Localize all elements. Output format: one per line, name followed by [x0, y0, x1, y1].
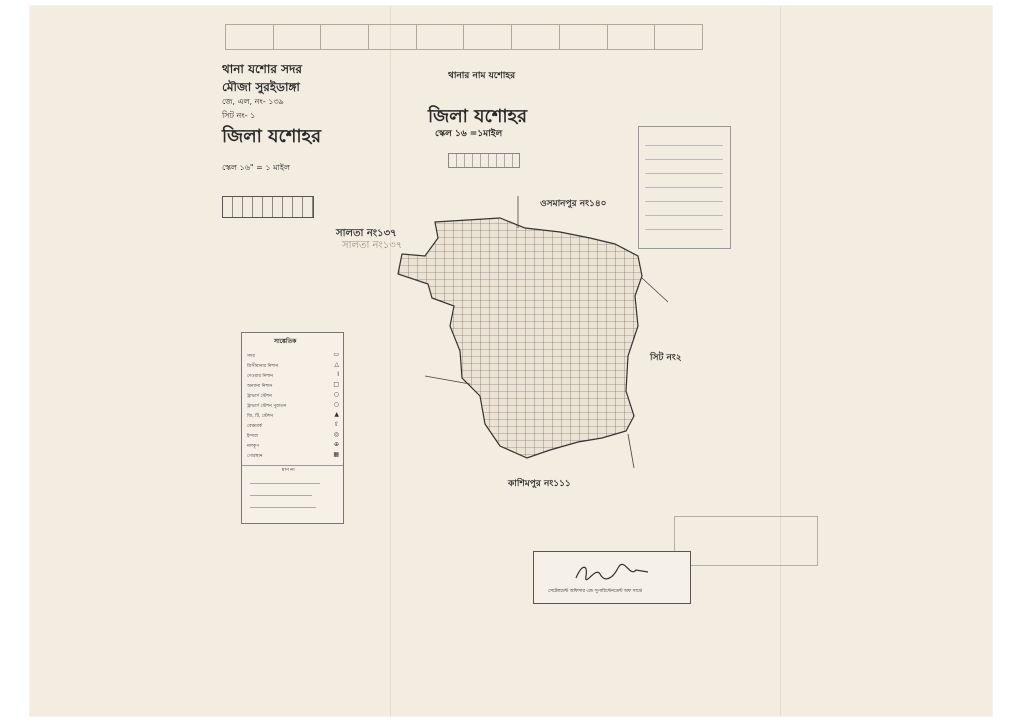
legend-symbol: □ [333, 381, 339, 388]
legend-subtitle: মাপ নং [282, 468, 295, 473]
legend-symbol: ▦ [333, 451, 339, 458]
legend-label: ট্রাভার্স স্টেশন পুরাতন [247, 404, 287, 409]
legend-symbol: ○ [333, 391, 339, 398]
scale-label: স্কেল ১৬" = ১ মাইল [222, 163, 290, 172]
fold-line [780, 6, 781, 716]
legend-symbol: ○ [333, 401, 339, 408]
jl-number: জে, এল, নং- ১৩৯ [222, 97, 284, 106]
legend-label: নলকূপ [247, 444, 260, 449]
info-line [645, 229, 723, 230]
signature-mark [575, 563, 649, 581]
fold-line [390, 6, 391, 716]
neighbor-north-east: ওসমানপুর নং১৪০ [540, 199, 607, 209]
info-line [645, 215, 723, 216]
legend-label: জি, টি, স্টেশন [247, 414, 274, 419]
signature-stamp: সেটেলমেন্ট অফিসার এন্ড সুপারিন্টেনডেন্ট … [533, 551, 691, 604]
legend-title: সাঙ্কেতিক [274, 338, 297, 345]
info-box [638, 126, 731, 249]
legend-symbol: ⇧ [333, 421, 339, 428]
faded-stamp [674, 516, 818, 566]
legend-symbol: ▲ [334, 411, 339, 418]
info-line [645, 201, 723, 202]
legend-symbol: ◎ [333, 431, 339, 438]
info-line [645, 187, 723, 188]
legend-label: ইন্দারা [247, 434, 259, 439]
info-line [645, 159, 723, 160]
legend-label: ত্রিসীমানার নিশান [247, 364, 279, 369]
info-line [645, 145, 723, 146]
legend-line [250, 495, 312, 496]
district-title: জিলা যশোহর [222, 126, 321, 147]
mouza-label: মৌজা সুরইডাঙ্গা [222, 80, 300, 94]
center-scale: স্কেল ১৬ =১মাইল [435, 129, 503, 139]
neighbor-east: সিট নং২ [650, 353, 682, 363]
scale-bar [222, 196, 314, 218]
neighbor-west-redline: সালতা নং১৩৭ [342, 240, 403, 251]
legend-line [250, 507, 316, 508]
legend-label: দেওয়ার নিশান [247, 374, 273, 379]
legend-label: অন্যান্য নিশান [247, 384, 273, 389]
info-line [645, 173, 723, 174]
neighbor-west: সালতা নং১৩৭ [336, 228, 397, 239]
legend-label: বেঞ্চমার্ক [247, 424, 263, 429]
legend-symbol: I [337, 371, 339, 378]
legend-label: গোরস্থান [247, 454, 263, 459]
center-scale-bar [448, 153, 520, 168]
legend-divider [242, 465, 343, 466]
header-table [225, 24, 703, 50]
signature-footer: সেটেলমেন্ট অফিসার এন্ড সুপারিন্টেনডেন্ট … [548, 589, 643, 594]
legend-box: সাঙ্কেতিক সদর ▭ ত্রিসীমানার নিশান △ দেওয়া… [241, 332, 344, 524]
center-thana: থানার নাম যশোহর [448, 71, 516, 81]
center-district: জিলা যশোহর [428, 106, 527, 127]
legend-symbol: ▭ [333, 351, 339, 358]
sheet-number: সিট নং- ১ [222, 111, 256, 120]
map-sheet: থানা যশোর সদর মৌজা সুরইডাঙ্গা জে, এল, নং… [30, 6, 992, 716]
legend-label: সদর [247, 354, 255, 359]
neighbor-south: কাশিমপুর নং১১১ [508, 479, 571, 489]
legend-symbol: △ [334, 361, 339, 368]
mouza-boundary [397, 217, 643, 459]
thana-label: থানা যশোর সদর [222, 62, 302, 76]
legend-line [250, 483, 320, 484]
legend-symbol: ⊕ [333, 441, 339, 448]
legend-label: ট্রাভার্স স্টেশন [247, 394, 272, 399]
mouza-map [397, 196, 669, 469]
